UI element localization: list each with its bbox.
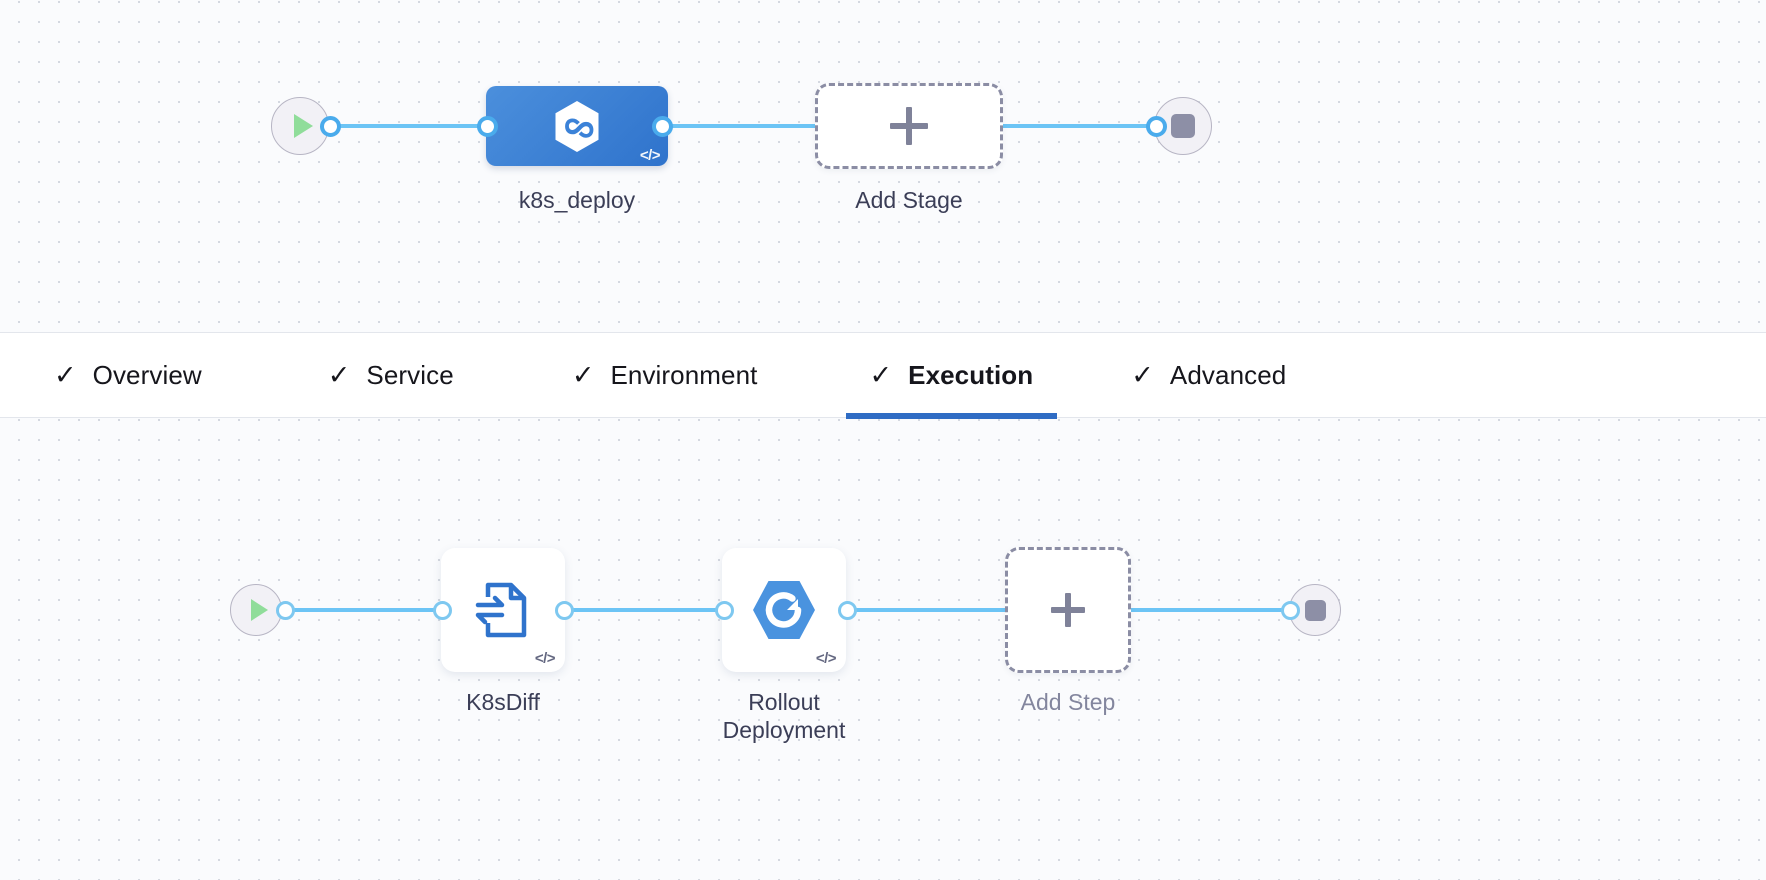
- tab-advanced-label: Advanced: [1169, 359, 1287, 390]
- port-exec-end-in[interactable]: [1281, 601, 1300, 620]
- wire-rollout-to-addstep: [843, 608, 1013, 612]
- step-node-k8sdiff[interactable]: </>: [441, 548, 565, 672]
- check-icon: ✓: [54, 359, 77, 390]
- check-icon: ✓: [571, 359, 595, 390]
- harness-hexagon-icon: [555, 100, 599, 152]
- k8s-diff-document-icon: [475, 582, 527, 638]
- code-badge-icon: </>: [639, 147, 661, 164]
- add-step-label: Add Step: [1020, 689, 1116, 715]
- step-label-rollout-deployment: Rollout Deployment: [722, 689, 846, 744]
- port-rollout-in[interactable]: [715, 601, 734, 620]
- stage-node-k8s-deploy[interactable]: </>: [486, 86, 668, 166]
- tab-overview[interactable]: ✓ Overview: [30, 332, 226, 418]
- stage-config-tabs: ✓ Overview ✓ Service ✓ Environment ✓ Exe…: [0, 332, 1766, 419]
- port-k8sdiff-in[interactable]: [433, 601, 452, 620]
- check-icon: ✓: [869, 359, 893, 390]
- wire-start-to-stage: [330, 124, 490, 128]
- tab-service[interactable]: ✓ Service: [304, 332, 478, 418]
- plus-icon: [890, 107, 928, 145]
- add-stage-button[interactable]: [815, 83, 1003, 169]
- execution-canvas[interactable]: </> K8sDiff </> Rollout Deployment Add S…: [0, 418, 1766, 880]
- tab-execution-label: Execution: [908, 359, 1034, 390]
- port-stage-in[interactable]: [477, 116, 498, 137]
- stop-icon: [1304, 599, 1326, 621]
- tab-advanced[interactable]: ✓ Advanced: [1107, 332, 1310, 418]
- tab-overview-label: Overview: [92, 359, 202, 390]
- play-icon: [250, 599, 268, 621]
- stage-canvas[interactable]: </> k8s_deploy Add Stage: [0, 0, 1766, 332]
- execution-start-node[interactable]: [230, 584, 282, 636]
- port-exec-start-out[interactable]: [276, 601, 295, 620]
- stage-label-k8s-deploy: k8s_deploy: [518, 187, 636, 213]
- rollout-hexagon-icon: [753, 581, 815, 639]
- tab-environment[interactable]: ✓ Environment: [548, 332, 782, 418]
- add-stage-label: Add Stage: [855, 187, 963, 213]
- tab-environment-label: Environment: [610, 359, 758, 390]
- wire-k8sdiff-to-rollout: [563, 608, 731, 612]
- port-k8sdiff-out[interactable]: [555, 601, 574, 620]
- wire-addstep-to-end: [1128, 608, 1296, 612]
- port-stage-out[interactable]: [652, 116, 673, 137]
- port-rollout-out[interactable]: [838, 601, 857, 620]
- wire-addstage-to-end: [990, 124, 1160, 128]
- step-node-rollout-deployment[interactable]: </>: [722, 548, 846, 672]
- check-icon: ✓: [327, 359, 351, 390]
- wire-stage-to-addstage: [660, 124, 915, 128]
- check-icon: ✓: [1131, 359, 1154, 390]
- tab-service-label: Service: [366, 359, 454, 390]
- stop-icon: [1171, 114, 1195, 138]
- step-label-k8sdiff: K8sDiff: [466, 689, 540, 715]
- add-step-button[interactable]: [1005, 547, 1131, 673]
- tab-execution[interactable]: ✓ Execution: [845, 332, 1058, 419]
- wire-start-to-k8sdiff: [285, 608, 450, 612]
- port-end-in[interactable]: [1146, 116, 1167, 137]
- code-badge-icon: </>: [534, 650, 556, 667]
- port-start-out[interactable]: [320, 116, 341, 137]
- code-badge-icon: </>: [815, 650, 837, 667]
- plus-icon: [1051, 593, 1085, 627]
- play-icon: [294, 114, 313, 138]
